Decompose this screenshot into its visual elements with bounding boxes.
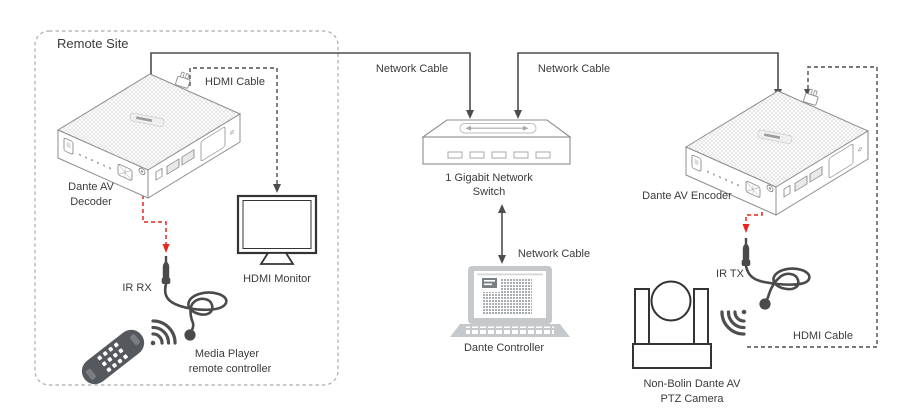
ir-tx-label: IR TX [716, 268, 745, 280]
camera-label-line1: Non-Bolin Dante AV [643, 378, 741, 390]
decoder-label-line1: Dante AV [68, 181, 114, 193]
switch-label-line2: Switch [473, 186, 505, 198]
hdmi-cable-camera-encoder [747, 66, 878, 348]
network-cable-right-label: Network Cable [538, 63, 610, 75]
remote-controller-device [81, 314, 182, 385]
ir-link-decoder-rx [142, 181, 167, 247]
hdmi-monitor-device [236, 194, 318, 265]
network-cable-mid-label: Network Cable [518, 248, 590, 260]
network-cable-switch-encoder [517, 52, 779, 115]
hdmi-cable-left-label: HDMI Cable [205, 76, 265, 88]
hdmi-cable-right-label: HDMI Cable [793, 330, 853, 342]
remote-site-boundary [34, 30, 339, 386]
dante-controller-device [450, 266, 570, 337]
ir-arrowheads [139, 176, 766, 253]
network-cable-decoder-switch [150, 52, 471, 115]
ir-signal-icon [138, 314, 182, 358]
network-cable-left-label: Network Cable [376, 63, 448, 75]
switch-label-line1: 1 Gigabit Network [445, 172, 533, 184]
remote-site-label: Remote Site [57, 36, 129, 51]
remote-label-line2: remote controller [189, 363, 272, 375]
hdmi-cable-decoder-monitor [189, 67, 278, 189]
decoder-label-line2: Decoder [70, 196, 112, 208]
monitor-label: HDMI Monitor [243, 273, 311, 285]
ir-rx-label: IR RX [122, 282, 152, 294]
ir-signal-icon [715, 297, 759, 341]
dante-av-decoder-device [57, 70, 241, 199]
ir-tx-device [715, 238, 811, 341]
encoder-label: Dante AV Encoder [642, 190, 732, 202]
ir-rx-device [161, 256, 228, 341]
controller-label: Dante Controller [464, 342, 544, 354]
ptz-camera-device [632, 280, 712, 369]
remote-label-line1: Media Player [195, 348, 260, 360]
camera-label-line2: PTZ Camera [661, 393, 725, 405]
network-switch-device [421, 119, 572, 165]
